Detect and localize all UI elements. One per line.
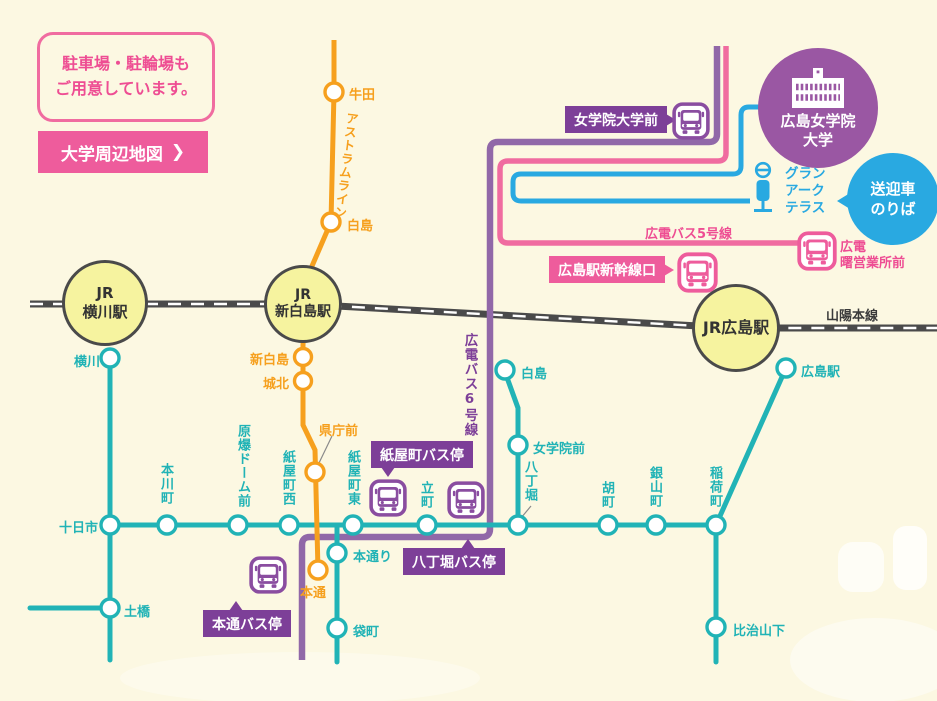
station-dot-ebisucho — [597, 514, 619, 536]
station-dot-hiroshima-tram — [775, 357, 797, 379]
bus-stop-tag-kamiyacho: 紙屋町バス停 — [371, 441, 473, 477]
station-label-hiroshima-tram: 広島駅 — [801, 365, 841, 380]
station-label-hondori-astram: 本通 — [300, 586, 327, 601]
bus-icon-kamiyacho — [369, 479, 407, 517]
bus-stop-tag-jogakuin: 女学院大学前 — [565, 106, 676, 133]
chevron-right-icon: ❯ — [170, 142, 186, 162]
bus-stop-tag-shinkansen: 広島駅新幹線口 — [549, 256, 674, 283]
station-label-kanayamacho: 銀山町 — [647, 466, 662, 508]
parking-info-line2: ご用意しています。 — [55, 79, 197, 98]
bus-line6-label: 広電バス6号線 — [461, 333, 478, 437]
background-blobs — [120, 526, 937, 701]
shuttle-bubble-line1: 送迎車 — [870, 179, 916, 198]
station-dot-kanayamacho — [645, 514, 667, 536]
jr-shinhakushima-station: JR 新白島駅 — [264, 265, 342, 343]
station-label-hakushima-tram: 白島 — [521, 367, 548, 382]
bus-route-5-line — [497, 46, 798, 246]
station-dot-genbaku-dome-mae — [227, 514, 249, 536]
bus-icon-akebono — [797, 231, 837, 271]
station-dot-jogakuin-mae — [507, 434, 529, 456]
station-label-jogakuin-mae: 女学院前 — [533, 442, 586, 457]
station-label-hijiyamashita: 比治山下 — [733, 624, 786, 639]
jr-yokogawa-station: JR 横川駅 — [62, 260, 148, 346]
station-label-hakushima-astram: 白島 — [347, 219, 374, 234]
tram-station-dots — [99, 347, 797, 639]
parking-info-box: 駐車場・駐輪場も ご用意しています。 — [37, 32, 215, 122]
jr-shinhakushima-line1: JR — [295, 286, 311, 303]
station-label-honkawacho: 本川町 — [158, 463, 173, 505]
station-dot-hatchobori — [507, 514, 529, 536]
akebono-line2: 曙営業所前 — [840, 256, 906, 272]
astram-station-dots — [292, 81, 345, 581]
campus-area-map-label: 大学周辺地図 — [60, 144, 163, 165]
station-dot-tokaichi — [99, 514, 121, 536]
station-label-inarimachi: 稲荷町 — [707, 466, 722, 508]
university-circle: 広島女学院 大学 — [758, 48, 878, 168]
jr-hiroshima-station: JR広島駅 — [692, 284, 780, 372]
jr-yokogawa-line1: JR — [96, 284, 114, 303]
station-label-yokogawa: 横川 — [73, 355, 100, 370]
station-dot-hakushima-tram — [494, 359, 516, 381]
bus-icon-hondori — [249, 556, 287, 594]
station-dot-yokogawa — [99, 347, 121, 369]
shuttle-route-line — [510, 104, 762, 204]
jr-shinhakushima-line2: 新白島駅 — [275, 304, 331, 320]
station-dot-kamiyacho-nishi — [278, 514, 300, 536]
station-dot-shinhakushima-astram — [292, 346, 314, 368]
station-dot-honkawacho — [156, 514, 178, 536]
station-label-kamiyacho-higashi: 紙屋町東 — [345, 450, 360, 506]
gran-ark-line1: グラン — [785, 166, 826, 182]
station-label-hatchobori: 八丁堀 — [522, 460, 537, 502]
station-label-tatemachi: 立町 — [418, 481, 433, 509]
station-dot-hakushima-astram — [320, 211, 342, 233]
station-dot-dobashi — [99, 597, 121, 619]
station-dot-fukuromachi — [326, 617, 348, 639]
shuttle-bubble-line2: のりば — [870, 200, 916, 218]
station-dot-hondori-astram — [307, 559, 329, 581]
bus-route-6-line — [298, 46, 721, 660]
station-label-hondori-tram: 本通り — [353, 550, 393, 565]
university-name-line2: 大学 — [802, 131, 833, 149]
parking-info-line1: 駐車場・駐輪場も — [61, 54, 190, 74]
jr-yokogawa-line2: 横川駅 — [82, 303, 128, 321]
bus-line5-label: 広電バス5号線 — [645, 227, 733, 242]
university-name-line1: 広島女学院 — [780, 111, 856, 130]
akebono-office-label: 広電 曙営業所前 — [840, 240, 905, 273]
campus-area-map-button[interactable]: 大学周辺地図 ❯ — [38, 131, 208, 173]
station-label-ebisucho: 胡町 — [599, 481, 614, 509]
bus-icon-hatchobori — [447, 481, 485, 519]
gran-ark-terrace-label: グラン アーク テラス — [785, 166, 826, 217]
bus-stop-sign-icon — [754, 161, 772, 212]
station-dot-hijiyamashita — [705, 616, 727, 638]
station-label-genbaku-dome-mae: 原爆ドーム前 — [235, 424, 250, 508]
station-label-tokaichi: 十日市 — [58, 521, 98, 536]
bus-stop-tag-hondori: 本通バス停 — [203, 601, 291, 637]
station-label-ushita: 牛田 — [349, 88, 376, 103]
bus-icon-shinkansen — [677, 252, 718, 293]
akebono-line1: 広電 — [840, 240, 867, 255]
gran-ark-line3: テラス — [785, 199, 826, 216]
sanyo-line-label: 山陽本線 — [826, 309, 879, 324]
station-dot-tatemachi — [416, 514, 438, 536]
station-label-fukuromachi: 袋町 — [353, 625, 380, 640]
station-label-kenchomae: 県庁前 — [319, 424, 359, 439]
station-dot-ushita — [323, 81, 345, 103]
jr-sanyo-line — [30, 300, 937, 332]
university-building-icon — [792, 67, 844, 108]
station-dot-kamiyacho-higashi — [342, 514, 364, 536]
jr-hiroshima-label: JR広島駅 — [702, 318, 770, 337]
station-label-shinhakushima-astram: 新白島 — [249, 353, 289, 368]
station-dot-johoku — [292, 370, 314, 392]
gran-ark-line2: アーク — [785, 182, 825, 199]
bus-stop-tag-hatchobori: 八丁堀バス停 — [403, 539, 505, 575]
station-dot-kenchomae — [304, 461, 326, 483]
bus-icon-jogakuin — [672, 102, 710, 140]
station-label-johoku: 城北 — [262, 377, 289, 392]
shuttle-pickup-bubble: 送迎車 のりば — [837, 153, 937, 245]
station-dot-inarimachi — [705, 514, 727, 536]
station-label-kamiyacho-nishi: 紙屋町西 — [280, 450, 295, 506]
station-label-dobashi: 土橋 — [124, 605, 151, 620]
station-dot-hondori-tram — [326, 542, 348, 564]
